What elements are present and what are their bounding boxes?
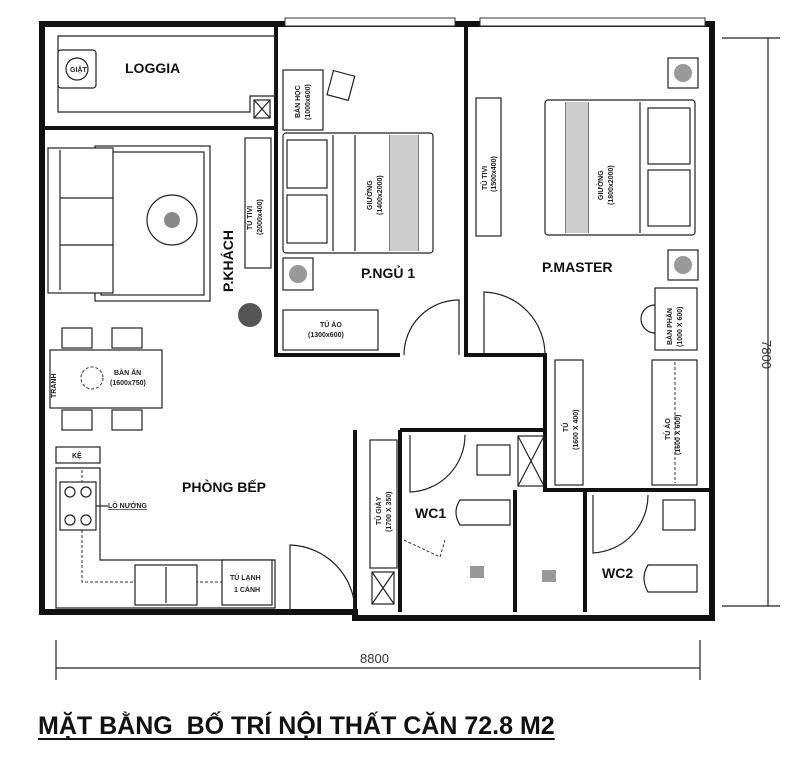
chair — [326, 69, 356, 102]
interior-walls — [42, 26, 712, 618]
shoe-cabinet — [369, 439, 398, 569]
svg-text:BÀN PHẤN: BÀN PHẤN — [664, 308, 674, 345]
svg-text:LÒ NƯỚNG: LÒ NƯỚNG — [108, 501, 148, 510]
svg-text:PHÒNG BẾP: PHÒNG BẾP — [182, 478, 266, 495]
svg-text:TRANH: TRANH — [51, 374, 58, 399]
svg-text:TỦ TIVI: TỦ TIVI — [480, 166, 489, 190]
svg-text:BÀN HỌC: BÀN HỌC — [293, 85, 302, 118]
bathrooms: TỦ GIÀY (1700 X 350) WC1 WC2 — [369, 434, 698, 605]
svg-text:(1600x750): (1600x750) — [110, 380, 146, 387]
wc1-sink — [476, 444, 511, 476]
wardrobe — [282, 309, 379, 351]
svg-text:KỆ: KỆ — [72, 451, 82, 460]
wc2-toilet — [643, 564, 698, 593]
svg-text:TỦ LẠNH: TỦ LẠNH — [230, 573, 261, 582]
master-bedroom: TỦ TIVI (1500x400) GIƯỜNG (1800x2000) P.… — [475, 57, 699, 486]
cabinet — [554, 359, 584, 486]
coffee-table — [146, 194, 198, 246]
dresser — [654, 287, 698, 351]
plant — [238, 303, 262, 327]
dining-table — [49, 349, 163, 409]
svg-text:GIẶT: GIẶT — [70, 65, 87, 74]
svg-text:(1500x400): (1500x400) — [491, 156, 498, 192]
svg-text:(1000x600): (1000x600) — [305, 84, 312, 120]
svg-text:TỦ ÁO: TỦ ÁO — [663, 418, 672, 440]
tv-cabinet — [244, 137, 272, 269]
washing-machine — [57, 49, 97, 89]
bedroom-1: BÀN HỌC (1000x600) GIƯỜNG (1400x2000) P.… — [282, 69, 460, 356]
tv-cabinet-master — [475, 97, 502, 237]
svg-text:TỦ TIVI: TỦ TIVI — [245, 206, 254, 230]
height-dimension: 7800 — [759, 340, 774, 369]
svg-text:TỦ ÁO: TỦ ÁO — [320, 320, 342, 329]
svg-text:(1800x2000): (1800x2000) — [608, 165, 615, 205]
svg-text:BÀN ĂN: BÀN ĂN — [114, 368, 141, 377]
wc2-sink — [662, 499, 696, 531]
loggia: GIẶT LOGGIA — [57, 35, 276, 119]
svg-text:WC1: WC1 — [415, 505, 446, 521]
svg-text:(2000x400): (2000x400) — [257, 199, 264, 235]
svg-text:P.NGỦ 1: P.NGỦ 1 — [361, 264, 415, 281]
width-dimension: 8800 — [360, 651, 389, 666]
svg-text:(1300x600): (1300x600) — [308, 332, 344, 339]
dining-area: BÀN ĂN (1600x750) TRANH — [49, 327, 163, 431]
wc1-toilet — [455, 499, 511, 526]
desk — [282, 69, 324, 131]
svg-text:LOGGIA: LOGGIA — [125, 60, 180, 76]
svg-text:GIƯỜNG: GIƯỜNG — [365, 180, 374, 210]
fridge — [221, 559, 273, 606]
plan-title: MẶT BẰNG BỐ TRÍ NỘI THẤT CĂN 72.8 M2 — [38, 712, 555, 740]
dimension-lines: 8800 7800 — [55, 37, 780, 680]
shelf — [55, 446, 101, 464]
svg-text:P.KHÁCH: P.KHÁCH — [220, 230, 236, 292]
kitchen: KỆ LÒ NƯỚNG TỦ LẠNH 1 CÁNH PHÒNG BẾP — [55, 446, 356, 613]
svg-text:(1600 X 400): (1600 X 400) — [573, 410, 580, 450]
svg-text:WC2: WC2 — [602, 565, 633, 581]
svg-text:GIƯỜNG: GIƯỜNG — [596, 170, 605, 200]
svg-text:P.MASTER: P.MASTER — [542, 259, 613, 275]
svg-text:(1700 X 350): (1700 X 350) — [386, 492, 393, 532]
svg-text:(1400x2000): (1400x2000) — [377, 175, 384, 215]
living-room: TỦ TIVI (2000x400) P.KHÁCH — [47, 137, 272, 327]
sofa — [47, 147, 114, 294]
svg-text:(1600 X 600): (1600 X 600) — [675, 415, 682, 455]
svg-text:1 CÁNH: 1 CÁNH — [234, 585, 260, 594]
svg-text:TỦ GIÀY: TỦ GIÀY — [374, 496, 383, 525]
svg-text:TỦ: TỦ — [561, 423, 570, 432]
svg-text:(1000 X 600): (1000 X 600) — [677, 307, 684, 347]
